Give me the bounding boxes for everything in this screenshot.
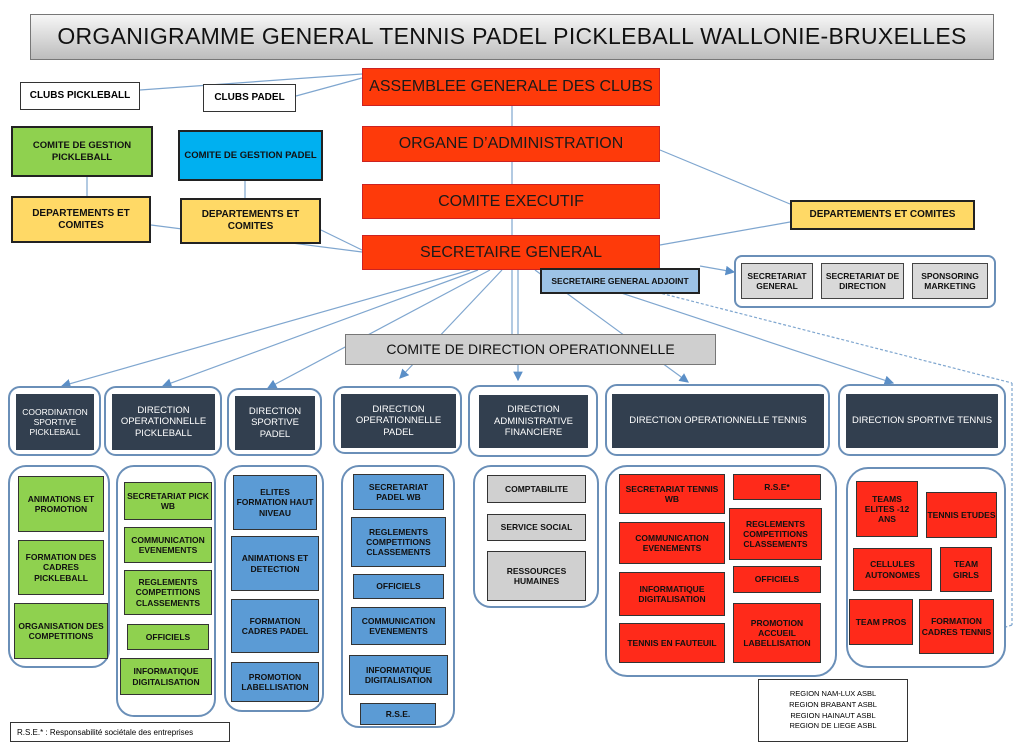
clubs-padel-box: CLUBS PADEL (203, 84, 296, 112)
col6-item-communication: COMMUNICATION EVENEMENTS (619, 522, 725, 564)
secretaire-general-adjoint-box: SECRETAIRE GENERAL ADJOINT (540, 268, 700, 294)
col2-item-communication: COMMUNICATION EVENEMENTS (124, 527, 212, 563)
col7-item-formation-cadres: FORMATION CADRES TENNIS (919, 599, 994, 654)
col6-item-reglements: REGLEMENTS COMPETITIONS CLASSEMENTS (729, 508, 822, 560)
col2-item-officiels: OFFICIELS (127, 624, 209, 650)
col6-item-officiels: OFFICIELS (733, 566, 821, 593)
sponsoring-marketing-box: SPONSORING MARKETING (912, 263, 988, 299)
comite-gestion-padel-box: COMITE DE GESTION PADEL (178, 130, 323, 181)
secretaire-general-box: SECRETAIRE GENERAL (362, 235, 660, 270)
col5-item-comptabilite: COMPTABILITE (487, 475, 586, 503)
organe-administration-box: ORGANE D’ADMINISTRATION (362, 126, 660, 162)
col7-item-tennis-etudes: TENNIS ETUDES (926, 492, 997, 538)
departements-padel-box: DEPARTEMENTS ET COMITES (180, 198, 321, 244)
footnote-rse: R.S.E.* : Responsabilité sociétale des e… (10, 722, 230, 742)
col1-header: COORDINATION SPORTIVE PICKLEBALL (16, 394, 94, 450)
col2-item-reglements: REGLEMENTS COMPETITIONS CLASSEMENTS (124, 570, 212, 615)
col4-item-informatique: INFORMATIQUE DIGITALISATION (349, 655, 448, 695)
secretariat-direction-box: SECRETARIAT DE DIRECTION (821, 263, 904, 299)
col6-header: DIRECTION OPERATIONNELLE TENNIS (612, 394, 824, 448)
col7-item-teams-elites: TEAMS ELITES -12 ANS (856, 481, 918, 537)
region-item: REGION NAM-LUX ASBL (789, 688, 877, 698)
assemblee-generale-box: ASSEMBLEE GENERALE DES CLUBS (362, 68, 660, 106)
col7-header: DIRECTION SPORTIVE TENNIS (846, 394, 998, 448)
col6-item-informatique: INFORMATIQUE DIGITALISATION (619, 572, 725, 616)
col1-item-formation-cadres: FORMATION DES CADRES PICKLEBALL (18, 540, 104, 595)
region-item: REGION BRABANT ASBL (789, 699, 877, 709)
secretariat-general-box: SECRETARIAT GENERAL (741, 263, 813, 299)
col4-item-officiels: OFFICIELS (353, 574, 444, 599)
col7-item-team-girls: TEAM GIRLS (940, 547, 992, 592)
col5-item-ressources-humaines: RESSOURCES HUMAINES (487, 551, 586, 601)
col3-item-formation-cadres: FORMATION CADRES PADEL (231, 599, 319, 653)
col4-item-reglements: REGLEMENTS COMPETITIONS CLASSEMENTS (351, 517, 446, 567)
col2-header: DIRECTION OPERATIONNELLE PICKLEBALL (112, 394, 215, 450)
col4-item-communication: COMMUNICATION EVENEMENTS (351, 607, 446, 645)
comite-direction-operationnelle-box: COMITE DE DIRECTION OPERATIONNELLE (345, 334, 716, 365)
col1-item-animations: ANIMATIONS ET PROMOTION (18, 476, 104, 532)
col5-header: DIRECTION ADMINISTRATIVE FINANCIERE (479, 395, 588, 448)
col7-item-cellules: CELLULES AUTONOMES (853, 548, 932, 591)
comite-executif-box: COMITE EXECUTIF (362, 184, 660, 219)
col3-item-elites: ELITES FORMATION HAUT NIVEAU (233, 475, 317, 530)
col6-item-secretariat: SECRETARIAT TENNIS WB (619, 474, 725, 514)
departements-pickleball-box: DEPARTEMENTS ET COMITES (11, 196, 151, 243)
regions-box: REGION NAM-LUX ASBL REGION BRABANT ASBL … (758, 679, 908, 742)
departements-comites-right-box: DEPARTEMENTS ET COMITES (790, 200, 975, 230)
col3-item-animations: ANIMATIONS ET DETECTION (231, 536, 319, 591)
col1-item-organisation-competitions: ORGANISATION DES COMPETITIONS (14, 603, 108, 659)
col4-item-secretariat: SECRETARIAT PADEL WB (353, 474, 444, 510)
col6-item-tennis-fauteuil: TENNIS EN FAUTEUIL (619, 623, 725, 663)
comite-gestion-pickleball-box: COMITE DE GESTION PICKLEBALL (11, 126, 153, 177)
col2-item-informatique: INFORMATIQUE DIGITALISATION (120, 658, 212, 695)
page-title: ORGANIGRAMME GENERAL TENNIS PADEL PICKLE… (30, 14, 994, 60)
col4-item-rse: R.S.E. (360, 703, 436, 725)
col3-item-promotion: PROMOTION LABELLISATION (231, 662, 319, 702)
col6-item-rse: R.S.E* (733, 474, 821, 500)
col3-header: DIRECTION SPORTIVE PADEL (235, 396, 315, 450)
clubs-pickleball-box: CLUBS PICKLEBALL (20, 82, 140, 110)
region-item: REGION DE LIEGE ASBL (789, 721, 877, 731)
col2-item-secretariat: SECRETARIAT PICK WB (124, 482, 212, 520)
col6-item-promotion: PROMOTION ACCUEIL LABELLISATION (733, 603, 821, 663)
col4-header: DIRECTION OPERATIONNELLE PADEL (341, 394, 456, 448)
region-item: REGION HAINAUT ASBL (790, 710, 876, 720)
col7-item-team-pros: TEAM PROS (849, 599, 913, 645)
col5-item-service-social: SERVICE SOCIAL (487, 514, 586, 541)
